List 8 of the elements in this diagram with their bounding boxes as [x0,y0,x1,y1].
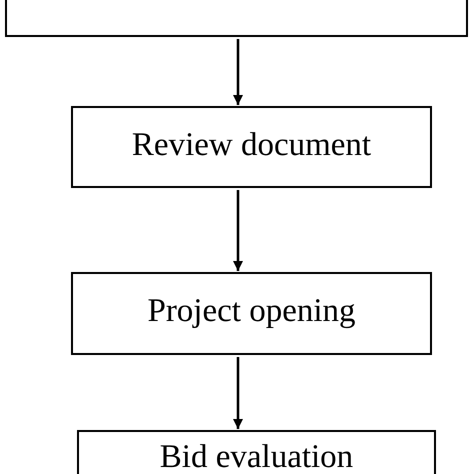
arrow [233,39,243,105]
step-label: Bid evaluation [160,438,354,474]
process-box [71,106,432,188]
step-label: Review document [132,126,372,164]
arrow [233,190,243,271]
step-label: Project opening [147,292,356,330]
process-box [71,272,432,355]
arrow [233,357,243,429]
